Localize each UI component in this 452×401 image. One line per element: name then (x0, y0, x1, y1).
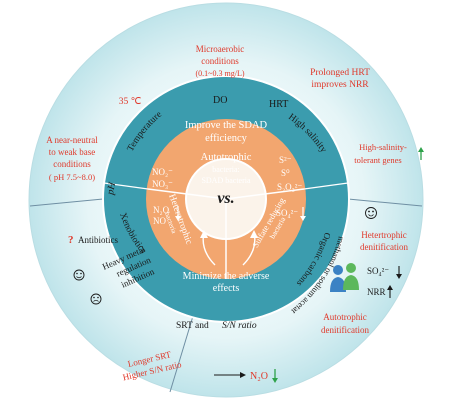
sdad-bacteria-label: SDAD bacteria (201, 176, 251, 185)
no-ring-label: NO (153, 216, 166, 226)
auto-denit-label: Autotrophic (323, 312, 367, 322)
ph-note-4: ( pH 7.5~8.0) (49, 172, 95, 182)
happy-face-icon (73, 269, 85, 281)
auto-denit-sub: denitification (321, 325, 369, 335)
temp-value: 35 ℃ (119, 97, 142, 107)
no3-label: NO₃⁻ (152, 179, 173, 189)
ph-note-1: A near-neutral (46, 135, 98, 145)
so4-outer-label: SO₄²⁻ (367, 266, 389, 276)
microaerobic-label: Microaerobic (196, 44, 244, 54)
so4-ring-label: SO₄²⁻ (276, 208, 298, 218)
hrt-note: Prolonged HRT (310, 68, 370, 78)
do-label: DO (213, 95, 227, 106)
divider-right (347, 198, 423, 207)
hrt-label: HRT (269, 99, 288, 110)
microaerobic-sub: conditions (201, 56, 239, 66)
nrr-label: NRR (367, 287, 386, 297)
improve-label: Improve the SDAD (185, 120, 268, 131)
sad-face-icon (90, 293, 102, 305)
autotrophic-sub: bacteria: (212, 165, 240, 174)
ph-note-3: conditions (53, 159, 91, 169)
nrr-up-arrow (387, 285, 393, 298)
s2-label: S²⁻ (279, 155, 292, 165)
salinity-note-sub: tolerant genes (354, 155, 401, 165)
s2o3-label: S₂O₃²⁻ (277, 182, 302, 192)
sn-ratio-label: S/N ratio (222, 321, 257, 331)
n2o-green-down-arrow (272, 369, 278, 383)
smiley-icon (365, 207, 377, 219)
microaerobic-range: (0.1~0.3 mg/L) (196, 69, 245, 78)
hetero-denit-label: Hetertrophic (361, 230, 406, 240)
so4-down-arrow (300, 207, 306, 221)
no2-label: NO₂⁻ (152, 167, 173, 177)
autotrophic-label: Autotrophic (201, 152, 252, 163)
so4-down-arrow-outer (396, 266, 402, 279)
question-icon: ? (68, 234, 74, 246)
minimize-sub: effects (213, 283, 240, 294)
hetero-denit-sub: denitification (360, 242, 408, 252)
up-arrow-green (418, 147, 424, 160)
s0-label: S⁰ (281, 168, 290, 178)
vs-label: vs. (217, 190, 234, 207)
srt-label: SRT and (176, 321, 209, 331)
ph-label: pH (105, 181, 118, 197)
antibiotics-label: Antibiotics (78, 235, 118, 245)
hrt-note-sub: improves NRR (311, 80, 369, 90)
divider-bottom (169, 315, 194, 393)
ph-note-2: to weak base (49, 147, 95, 157)
n2o-down-arrow (175, 206, 181, 221)
n2o-ring-label: N₂O (153, 205, 170, 215)
improve-sub: efficiency (205, 133, 248, 144)
minimize-label: Minimize the adverse (183, 271, 270, 282)
right-arrow (214, 372, 246, 378)
divider-left (29, 198, 104, 207)
n2o-outer-label: N₂O (250, 371, 268, 382)
salinity-note: High-salinity- (359, 142, 407, 152)
people-icon (330, 263, 359, 292)
